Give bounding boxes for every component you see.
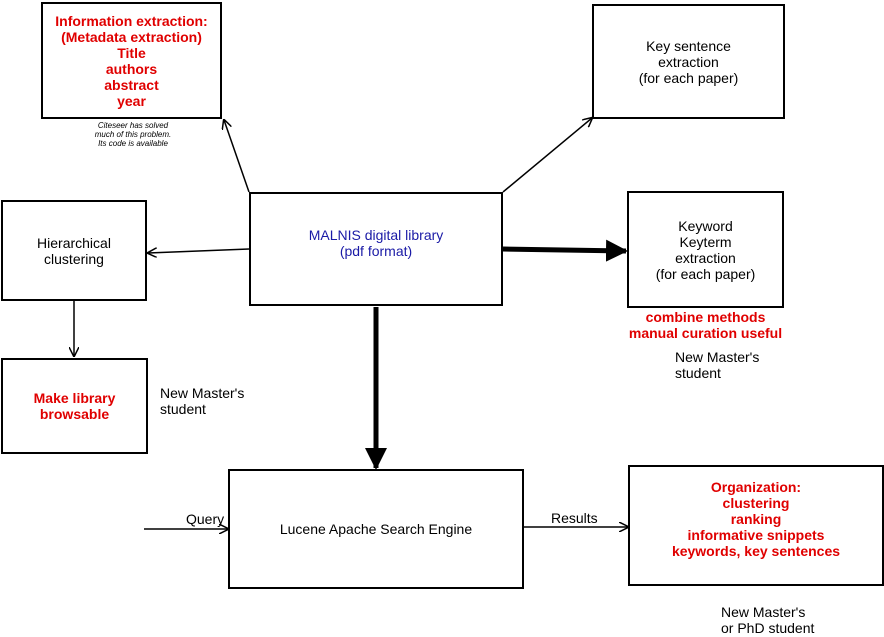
citeseer-note-line: much of this problem. <box>94 130 172 139</box>
info-extraction-line: authors <box>105 60 158 77</box>
combine-note-line: manual curation useful <box>628 325 783 341</box>
info-extraction-line: year <box>117 92 146 109</box>
organization-line: ranking <box>730 510 782 527</box>
info-extraction-line: Title <box>117 44 146 61</box>
hierarchical-clustering-box: Hierarchical clustering <box>1 200 147 301</box>
organization-line: informative snippets <box>687 526 825 543</box>
student-note-keyword: New Master's student <box>675 349 759 381</box>
keyword-line: Keyterm <box>679 233 732 250</box>
organization-line: keywords, key sentences <box>671 542 841 559</box>
info-extraction-line: (Metadata extraction) <box>61 28 202 45</box>
malnis-line: (pdf format) <box>339 243 413 259</box>
organization-line: Organization: <box>710 478 802 495</box>
student-note-line: student <box>675 365 721 381</box>
malnis-line: MALNIS digital library <box>308 227 444 243</box>
student-note-line: New Master's <box>721 604 806 620</box>
organization-line: clustering <box>722 494 790 511</box>
student-note-browse: New Master's student <box>160 385 244 417</box>
key-sentence-line: extraction <box>658 53 719 70</box>
arrow-to-key-sentence <box>502 118 592 193</box>
lucene-line: Lucene Apache Search Engine <box>279 521 473 537</box>
student-note-line: student <box>160 401 206 417</box>
query-label: Query <box>186 511 225 527</box>
info-extraction-box: Information extraction: (Metadata extrac… <box>41 2 222 119</box>
keyword-extraction-box: Keyword Keyterm extraction (for each pap… <box>627 191 784 308</box>
citeseer-note-line: Citeseer has solved <box>97 121 169 130</box>
browsable-line: browsable <box>39 406 110 422</box>
info-extraction-line: abstract <box>104 76 159 93</box>
make-browsable-box: Make library browsable <box>1 358 148 454</box>
student-note-line: or PhD student <box>721 620 815 636</box>
student-note-line: New Master's <box>675 349 760 365</box>
browsable-line: Make library <box>33 390 116 406</box>
student-note-organization: New Master's or PhD student <box>721 604 814 636</box>
key-sentence-line: Key sentence <box>646 37 731 54</box>
key-sentence-box: Key sentence extraction (for each paper) <box>592 4 785 119</box>
hierarchical-line: clustering <box>44 250 104 267</box>
citeseer-note: Citeseer has solved much of this problem… <box>74 121 192 148</box>
keyword-line: (for each paper) <box>655 265 756 282</box>
results-label: Results <box>551 510 598 526</box>
citeseer-note-line: Its code is available <box>98 139 168 148</box>
combine-note-line: combine methods <box>645 309 766 325</box>
info-extraction-line: Information extraction: <box>55 12 208 29</box>
malnis-library-box: MALNIS digital library (pdf format) <box>249 192 503 306</box>
student-note-line: New Master's <box>160 385 245 401</box>
keyword-line: extraction <box>675 249 736 266</box>
lucene-search-engine-box: Lucene Apache Search Engine <box>228 469 524 589</box>
combine-methods-note: combine methods manual curation useful <box>624 309 787 341</box>
arrow-to-keyword <box>502 239 628 262</box>
keyword-line: Keyword <box>678 217 733 234</box>
key-sentence-line: (for each paper) <box>638 69 739 86</box>
arrow-to-hierarchical <box>148 249 250 253</box>
hierarchical-line: Hierarchical <box>37 234 111 251</box>
organization-box: Organization: clustering ranking informa… <box>628 465 884 586</box>
arrow-to-info-extraction <box>224 120 250 193</box>
